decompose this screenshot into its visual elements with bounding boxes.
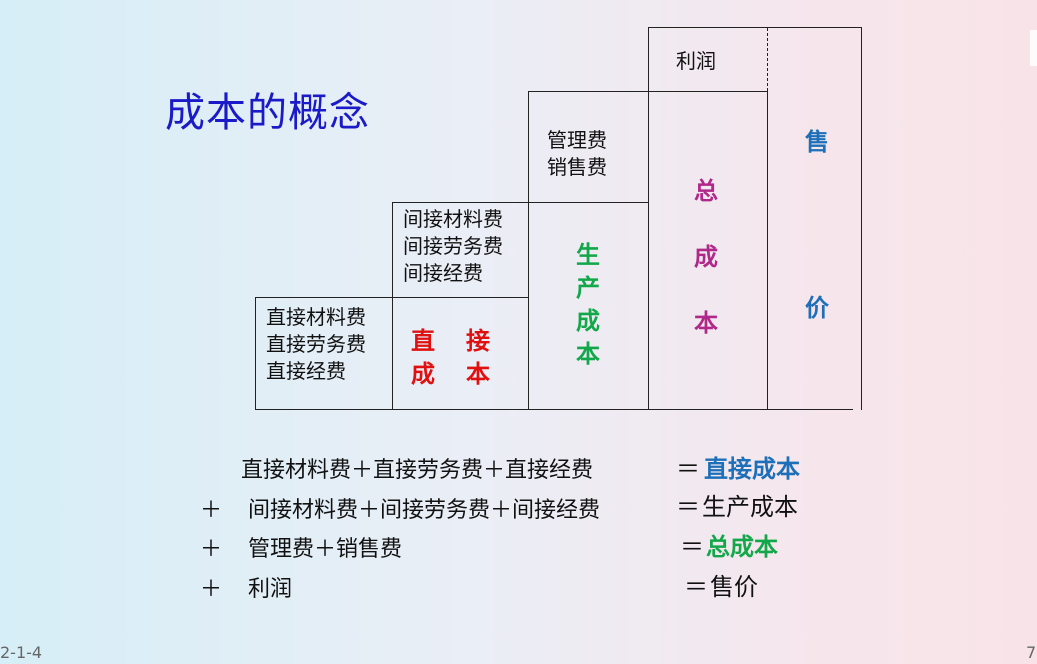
- price-divider: [767, 28, 768, 91]
- total-cost-char: 本: [694, 309, 718, 337]
- production-cost-char: 生: [576, 241, 600, 269]
- admin-item: 管理费: [547, 128, 607, 152]
- equation-expr: 直接材料费＋直接劳务费＋直接经费: [241, 458, 594, 483]
- direct-cost-char: 成: [411, 360, 435, 388]
- total-cost-label: 总 成 本: [691, 158, 721, 356]
- slide-page-number: 7: [1026, 643, 1037, 662]
- price-column-left-line: [767, 91, 768, 410]
- production-cost-char: 产: [576, 274, 600, 302]
- equation-expr: 间接材料费＋间接劳务费＋间接经费: [248, 498, 601, 523]
- equation-eq: ＝: [676, 455, 700, 483]
- direct-item: 直接经费: [266, 359, 346, 383]
- profit-label: 利润: [676, 49, 716, 73]
- indirect-item: 间接经费: [403, 261, 483, 285]
- production-cost-label: 生 产 成 本: [573, 239, 603, 371]
- total-cost-char: 总: [694, 177, 718, 205]
- total-cost-char: 成: [694, 243, 718, 271]
- direct-item: 直接劳务费: [266, 332, 366, 356]
- equation-result: 直接成本: [704, 455, 800, 483]
- direct-cost-char: 直: [411, 327, 435, 355]
- direct-items-list: 直接材料费 直接劳务费 直接经费: [266, 304, 366, 385]
- equation-eq: ＝: [676, 493, 700, 521]
- direct-cost-char: 接: [466, 327, 490, 355]
- admin-items-list: 管理费 销售费: [547, 127, 607, 181]
- equation-prefix: ＋: [200, 498, 223, 523]
- equation-eq: ＝: [684, 573, 708, 601]
- page-title: 成本的概念: [165, 90, 370, 136]
- equation-result: 总成本: [706, 533, 778, 561]
- slide-footer-code: 2-1-4: [0, 643, 43, 662]
- equation-expr: 利润: [248, 577, 293, 602]
- equation-result: 生产成本: [702, 493, 798, 521]
- equation-eq: ＝: [680, 533, 704, 561]
- price-box: [648, 27, 862, 410]
- equation-expr: 管理费＋销售费: [248, 537, 403, 562]
- indirect-items-list: 间接材料费 间接劳务费 间接经费: [403, 206, 503, 287]
- price-char: 售: [805, 128, 829, 156]
- equation-prefix: ＋: [200, 577, 223, 602]
- price-char: 价: [805, 294, 829, 322]
- slide-edge-decoration: [1030, 30, 1037, 66]
- direct-cost-char: 本: [466, 360, 490, 388]
- indirect-item: 间接劳务费: [403, 234, 503, 258]
- equation-result: 售价: [710, 573, 758, 601]
- diagram-baseline: [528, 409, 853, 410]
- direct-item: 直接材料费: [266, 305, 366, 329]
- production-cost-char: 本: [576, 340, 600, 368]
- admin-item: 销售费: [547, 155, 607, 179]
- production-cost-char: 成: [576, 307, 600, 335]
- equation-prefix: ＋: [200, 537, 223, 562]
- indirect-item: 间接材料费: [403, 207, 503, 231]
